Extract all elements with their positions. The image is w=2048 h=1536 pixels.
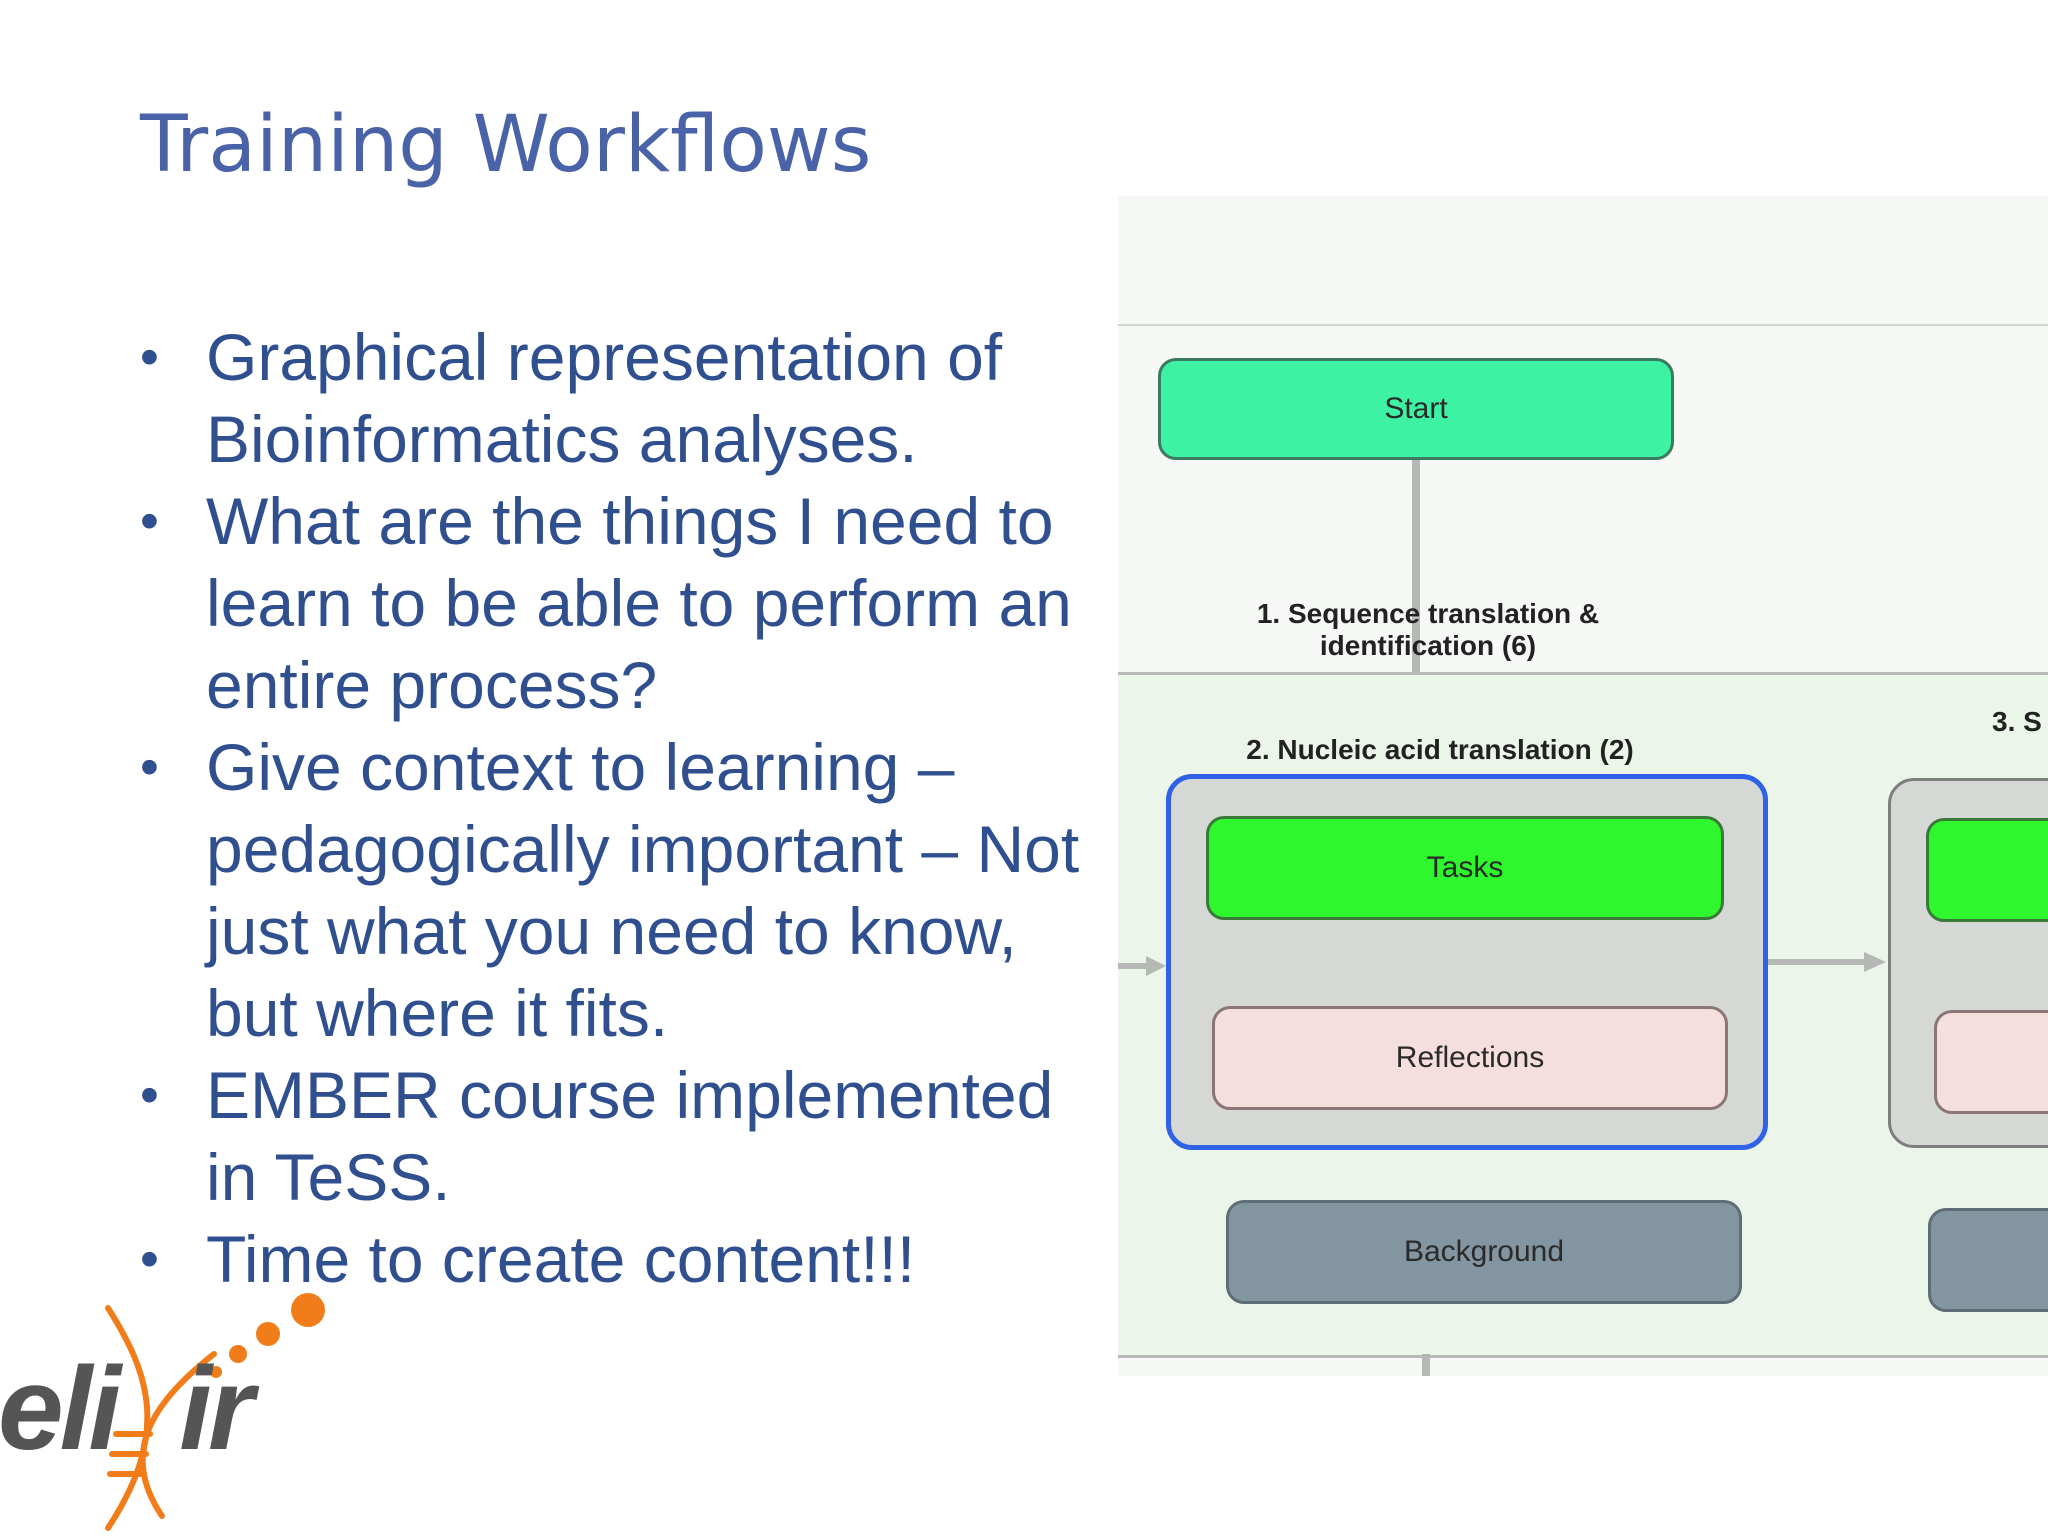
- step-1-label: 1. Sequence translation & identification…: [1256, 598, 1600, 661]
- arrow-into-group: [1118, 956, 1166, 976]
- bullet-text: What are the things I need to learn to b…: [206, 484, 1072, 722]
- arrow-group-to-group: [1768, 952, 1886, 972]
- bullet-glyph: •: [140, 1229, 159, 1289]
- bullet-glyph: •: [140, 491, 159, 551]
- bullet-item: • Time to create content!!!: [140, 1218, 1100, 1300]
- bullet-item: • EMBER course implemented in TeSS.: [140, 1054, 1100, 1218]
- diagram-divider: [1118, 324, 2048, 326]
- bullet-glyph: •: [140, 327, 159, 387]
- logo-text-right: ir: [179, 1343, 254, 1475]
- bullet-item: • What are the things I need to learn to…: [140, 480, 1100, 726]
- bullet-glyph: •: [140, 737, 159, 797]
- step-3-reflections-node[interactable]: [1934, 1010, 2048, 1114]
- bullet-glyph: •: [140, 1065, 159, 1125]
- reflections-node[interactable]: Reflections: [1212, 1006, 1728, 1110]
- step-3-tasks-node[interactable]: [1926, 818, 2048, 922]
- tasks-node[interactable]: Tasks: [1206, 816, 1724, 920]
- bullet-text: Time to create content!!!: [206, 1222, 916, 1296]
- step-2-label: 2. Nucleic acid translation (2): [1246, 734, 1634, 765]
- bullet-item: • Graphical representation of Bioinforma…: [140, 316, 1100, 480]
- workflow-diagram: Start 1. Sequence translation & identifi…: [1118, 196, 2048, 1376]
- slide-title: Training Workflows: [140, 100, 872, 190]
- logo-text-left: eli: [0, 1343, 121, 1475]
- bullet-text: EMBER course implemented in TeSS.: [206, 1058, 1054, 1214]
- background-node-label: Background: [1403, 1235, 1565, 1268]
- step-3-background-node[interactable]: [1928, 1208, 2048, 1312]
- start-node[interactable]: Start: [1158, 358, 1674, 460]
- dna-helix-icon: [105, 1293, 325, 1531]
- step-3-label: 3. S: [1992, 706, 2042, 737]
- bullet-text: Graphical representation of Bioinformati…: [206, 320, 1003, 476]
- bullet-text: Give context to learning – pedagogically…: [206, 730, 1080, 1050]
- bullet-list: • Graphical representation of Bioinforma…: [140, 316, 1100, 1300]
- background-node[interactable]: Background: [1226, 1200, 1742, 1304]
- bullet-item: • Give context to learning – pedagogical…: [140, 726, 1100, 1054]
